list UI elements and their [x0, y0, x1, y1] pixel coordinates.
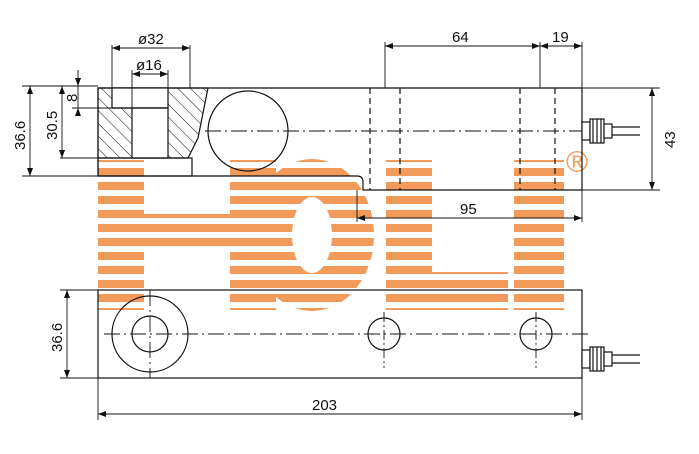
top-cable-connector — [581, 118, 640, 144]
dim-203: 203 — [312, 397, 337, 414]
through-bore — [131, 107, 169, 159]
dim-36-6-bottom: 36.6 — [49, 323, 66, 352]
holi-watermark: ® — [98, 146, 588, 311]
bottom-dimensions — [60, 289, 583, 420]
bottom-view — [97, 289, 640, 379]
dim-19: 19 — [552, 29, 569, 46]
top-body-outline — [97, 87, 583, 191]
watermark-letter-o — [250, 159, 374, 311]
dim-64: 64 — [452, 29, 469, 46]
dim-95: 95 — [460, 201, 477, 218]
top-view — [97, 87, 640, 191]
dim-8: 8 — [64, 94, 81, 102]
watermark-letter-i — [514, 160, 564, 310]
bottom-cable-connector — [581, 346, 640, 372]
dim-30-5: 30.5 — [44, 111, 61, 140]
dim-36-6-top: 36.6 — [12, 121, 29, 150]
dim-43: 43 — [662, 131, 679, 148]
watermark-letter-l — [386, 160, 508, 310]
bottom-centerlines — [104, 290, 590, 378]
dim-phi32: ø32 — [138, 31, 164, 48]
hidden-hole-lines — [369, 88, 556, 190]
watermark-letter-h — [98, 160, 276, 310]
bushing-foot — [97, 157, 193, 177]
counterbore — [111, 87, 169, 109]
dim-phi16: ø16 — [136, 57, 162, 74]
registered-mark: ® — [566, 146, 588, 179]
